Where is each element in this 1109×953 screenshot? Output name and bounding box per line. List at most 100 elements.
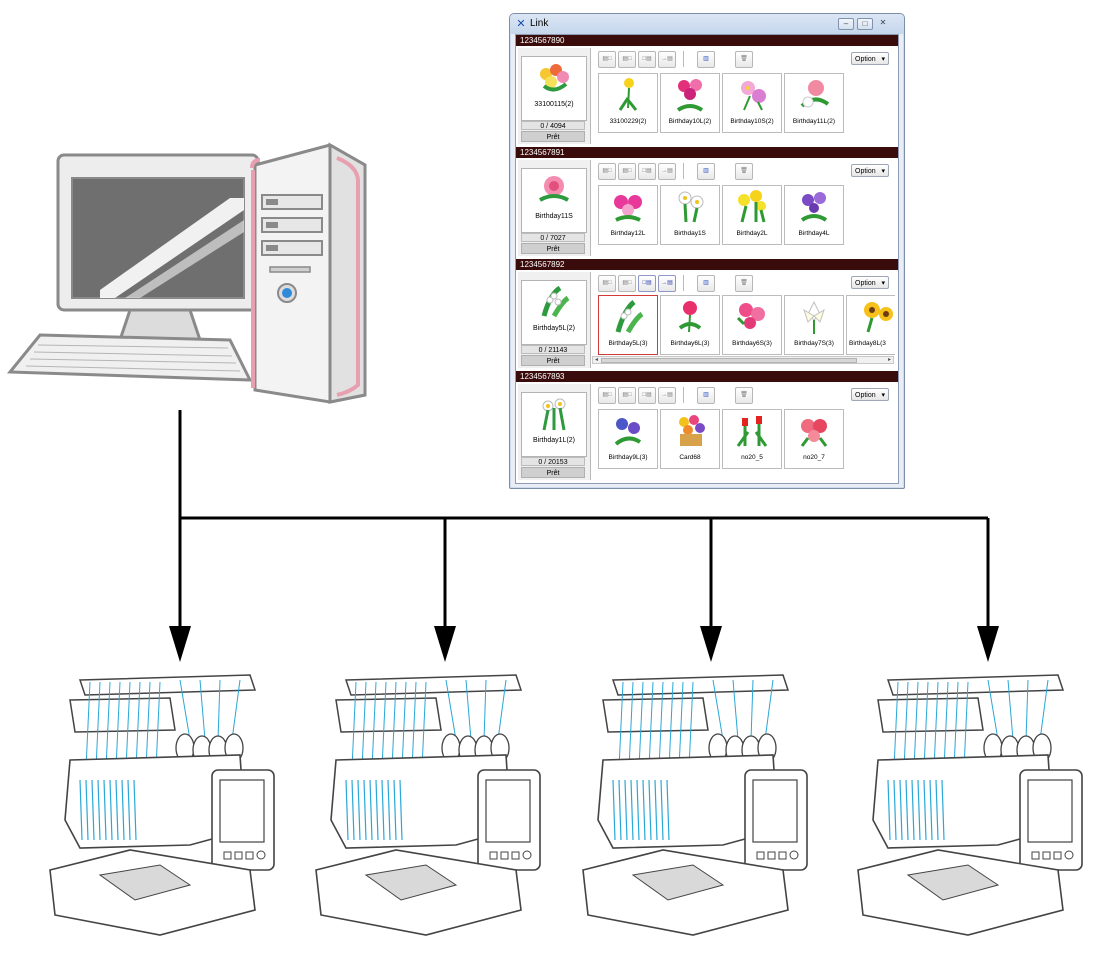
design-name: no20_5 xyxy=(741,454,763,461)
current-design-thumbnail[interactable]: 33100115(2) xyxy=(521,56,587,121)
stitch-count: 0 / 20153 xyxy=(521,457,585,466)
delete-button[interactable]: 🗑 xyxy=(735,163,753,180)
design-thumbnail[interactable]: Birthday2L xyxy=(722,185,782,245)
current-design-name: Birthday5L(2) xyxy=(532,325,576,332)
option-label: Option xyxy=(855,392,876,399)
send-button[interactable]: ▤□ xyxy=(598,387,616,404)
move-right-button[interactable]: →▤ xyxy=(658,51,676,68)
delete-button[interactable]: 🗑 xyxy=(735,387,753,404)
design-thumbnail[interactable]: Birthday8L(3 xyxy=(846,295,895,355)
machine-panel: 1234567892 Birthday5L(2) 0 / 21143 Prêt … xyxy=(516,259,898,371)
design-thumbnail[interactable]: Birthday6L(3) xyxy=(660,295,720,355)
thread-color-button[interactable]: ▥ xyxy=(697,163,715,180)
lily-of-valley-icon xyxy=(615,300,644,334)
design-thumbnail[interactable]: Birthday1S xyxy=(660,185,720,245)
orchid-icon xyxy=(614,195,642,222)
design-thumbnail[interactable]: Birthday4L xyxy=(784,185,844,245)
current-design-thumbnail[interactable]: Birthday1L(2) xyxy=(521,392,587,457)
narcissus-icon xyxy=(542,398,566,431)
pink-roses-icon xyxy=(736,303,765,329)
design-thumbnail[interactable]: Birthday10S(2) xyxy=(722,73,782,133)
thread-color-button[interactable]: ▥ xyxy=(697,275,715,292)
machine-list: 1234567890 33100115(2) 0 / 4094 Prêt ▤□ … xyxy=(515,34,899,484)
toolbar-separator xyxy=(683,163,684,179)
embroidery-machine-2 xyxy=(315,674,541,936)
design-thumbnail[interactable]: Birthday11L(2) xyxy=(784,73,844,133)
design-thumbnail[interactable]: Birthday7S(3) xyxy=(784,295,844,355)
design-thumbnail[interactable]: Birthday12L xyxy=(598,185,658,245)
machine-status: Prêt xyxy=(521,467,585,478)
design-thumbnail[interactable]: no20_7 xyxy=(784,409,844,469)
rose-icon xyxy=(678,301,702,333)
delete-button[interactable]: 🗑 xyxy=(735,51,753,68)
thread-color-button[interactable]: ▥ xyxy=(697,51,715,68)
machine-status: Prêt xyxy=(521,131,585,142)
move-left-button[interactable]: □▤ xyxy=(638,387,656,404)
design-name: Birthday5L(3) xyxy=(608,340,648,347)
receive-button[interactable]: ▤□ xyxy=(618,387,636,404)
design-thumbnail[interactable]: Birthday9L(3) xyxy=(598,409,658,469)
chevron-down-icon: ▾ xyxy=(881,56,885,63)
delete-button[interactable]: 🗑 xyxy=(735,275,753,292)
design-thumbnail[interactable]: 33100229(2) xyxy=(598,73,658,133)
option-dropdown[interactable]: Option▾ xyxy=(851,52,889,65)
send-button[interactable]: ▤□ xyxy=(598,51,616,68)
scroll-right-icon[interactable]: ▸ xyxy=(887,357,891,363)
design-name: Card68 xyxy=(679,454,701,461)
machine-status: Prêt xyxy=(521,355,585,366)
move-right-button[interactable]: →▤ xyxy=(658,163,676,180)
move-left-button[interactable]: □▤ xyxy=(638,163,656,180)
flower-basket-icon xyxy=(679,415,705,446)
design-thumbnail[interactable]: Birthday10L(2) xyxy=(660,73,720,133)
move-right-button[interactable]: →▤ xyxy=(658,275,676,292)
embroidery-machine-3 xyxy=(582,674,808,936)
peony-icon xyxy=(800,80,830,108)
design-thumbnail[interactable]: Birthday6S(3) xyxy=(722,295,782,355)
iris-icon xyxy=(614,418,642,446)
machine-panel: 1234567893 Birthday1L(2) 0 / 20153 Prêt … xyxy=(516,371,898,483)
cosmos-icon xyxy=(741,81,766,111)
white-lily-icon xyxy=(803,300,825,334)
design-thumbnail[interactable]: Card68 xyxy=(660,409,720,469)
option-dropdown[interactable]: Option▾ xyxy=(851,388,889,401)
flower-bouquet-icon xyxy=(540,64,569,92)
current-design-thumbnail[interactable]: Birthday11S xyxy=(521,168,587,233)
stitch-count: 0 / 21143 xyxy=(521,345,585,354)
machine-id-header: 1234567892 xyxy=(516,259,898,270)
thread-color-button[interactable]: ▥ xyxy=(697,387,715,404)
maximize-button[interactable]: □ xyxy=(857,18,873,30)
machine-panel: 1234567890 33100115(2) 0 / 4094 Prêt ▤□ … xyxy=(516,35,898,147)
receive-button[interactable]: ▤□ xyxy=(618,51,636,68)
embroidery-machine-1 xyxy=(49,674,275,936)
design-name: 33100229(2) xyxy=(609,118,647,125)
chevron-down-icon: ▾ xyxy=(881,168,885,175)
receive-button[interactable]: ▤□ xyxy=(618,275,636,292)
move-left-button[interactable]: □▤ xyxy=(638,275,656,292)
pink-flower-icon xyxy=(539,176,569,202)
send-button[interactable]: ▤□ xyxy=(598,163,616,180)
receive-button[interactable]: ▤□ xyxy=(618,163,636,180)
scroll-left-icon[interactable]: ◂ xyxy=(595,357,599,363)
current-design-thumbnail[interactable]: Birthday5L(2) xyxy=(521,280,587,345)
machine-id-header: 1234567891 xyxy=(516,147,898,158)
option-dropdown[interactable]: Option▾ xyxy=(851,164,889,177)
design-thumbnail[interactable]: no20_5 xyxy=(722,409,782,469)
daffodil-icon xyxy=(678,191,704,223)
link-app-icon: ✕ xyxy=(516,18,526,30)
yellow-flowers-icon xyxy=(738,190,766,223)
scrollbar-thumb[interactable] xyxy=(601,358,857,363)
machine-panel: 1234567891 Birthday11S 0 / 7027 Prêt ▤□ … xyxy=(516,147,898,259)
design-name: Birthday6L(3) xyxy=(670,340,710,347)
design-name: Birthday7S(3) xyxy=(794,340,834,347)
close-button[interactable]: ✕ xyxy=(879,18,887,27)
window-title: Link xyxy=(530,18,549,29)
current-design-area: 33100115(2) 0 / 4094 Prêt xyxy=(518,48,591,144)
design-thumbnail-selected[interactable]: Birthday5L(3) xyxy=(598,295,658,355)
minimize-button[interactable]: – xyxy=(838,18,854,30)
move-left-button[interactable]: □▤ xyxy=(638,51,656,68)
title-bar[interactable]: ✕ Link – □ ✕ xyxy=(510,14,904,34)
option-dropdown[interactable]: Option▾ xyxy=(851,276,889,289)
horizontal-scrollbar[interactable]: ◂ ▸ xyxy=(592,356,894,364)
move-right-button[interactable]: →▤ xyxy=(658,387,676,404)
send-button[interactable]: ▤□ xyxy=(598,275,616,292)
